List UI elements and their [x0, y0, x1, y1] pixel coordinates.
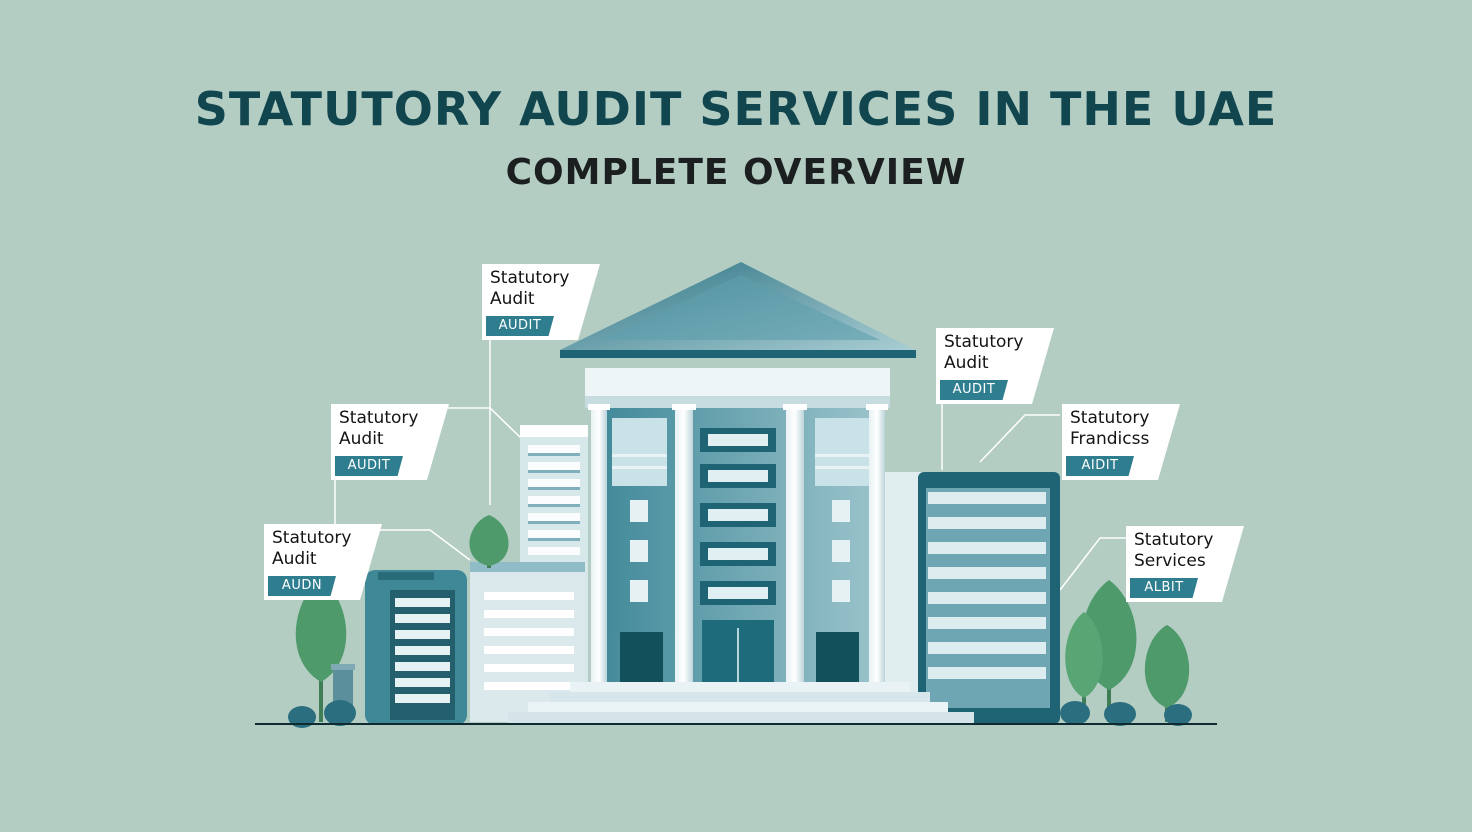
- callout-tag: AIDIT: [1066, 456, 1134, 476]
- page-subtitle: COMPLETE OVERVIEW: [505, 152, 967, 193]
- tree-icon: [1065, 612, 1103, 722]
- callout-tag: ALBIT: [1130, 578, 1198, 598]
- callout-tag: AUDN: [268, 576, 336, 596]
- callout-subtitle: Frandicss: [1070, 429, 1150, 449]
- tree-icon: [1144, 625, 1190, 722]
- tree-icon: [295, 578, 347, 722]
- callout-title: Statutory: [490, 268, 570, 288]
- callout-card: Statutory Audit AUDN: [264, 524, 382, 602]
- callout-card: Statutory Audit AUDIT: [331, 404, 449, 482]
- callout-subtitle: Audit: [490, 289, 535, 309]
- callout-title: Statutory: [944, 332, 1024, 352]
- callout-card: Statutory Audit AUDIT: [482, 264, 600, 342]
- callout-title: Statutory: [272, 528, 352, 548]
- callout-card: Statutory Frandicss AIDIT: [1062, 404, 1180, 482]
- callout-title: Statutory: [1070, 408, 1150, 428]
- callout-subtitle: Audit: [339, 429, 384, 449]
- tree-icon: [469, 515, 509, 568]
- office-building-icon: [885, 472, 1060, 724]
- callout-card: Statutory Services ALBIT: [1126, 526, 1244, 604]
- callout-title: Statutory: [339, 408, 419, 428]
- callout-title: Statutory: [1134, 530, 1214, 550]
- page-title: STATUTORY AUDIT SERVICES IN THE UAE: [194, 82, 1278, 136]
- office-building-icon: [365, 570, 467, 725]
- callout-subtitle: Audit: [272, 549, 317, 569]
- trash-bin-icon: [331, 664, 355, 710]
- callout-card: Statutory Audit AUDIT: [936, 328, 1054, 406]
- callout-tag: AUDIT: [335, 456, 403, 476]
- callout-tag: AUDIT: [486, 316, 554, 336]
- callout-subtitle: Audit: [944, 353, 989, 373]
- callout-tag: AUDIT: [940, 380, 1008, 400]
- office-building-icon: [470, 562, 585, 722]
- callout-subtitle: Services: [1134, 551, 1206, 571]
- bush-icon: [288, 700, 1192, 728]
- courthouse-icon: [508, 262, 974, 724]
